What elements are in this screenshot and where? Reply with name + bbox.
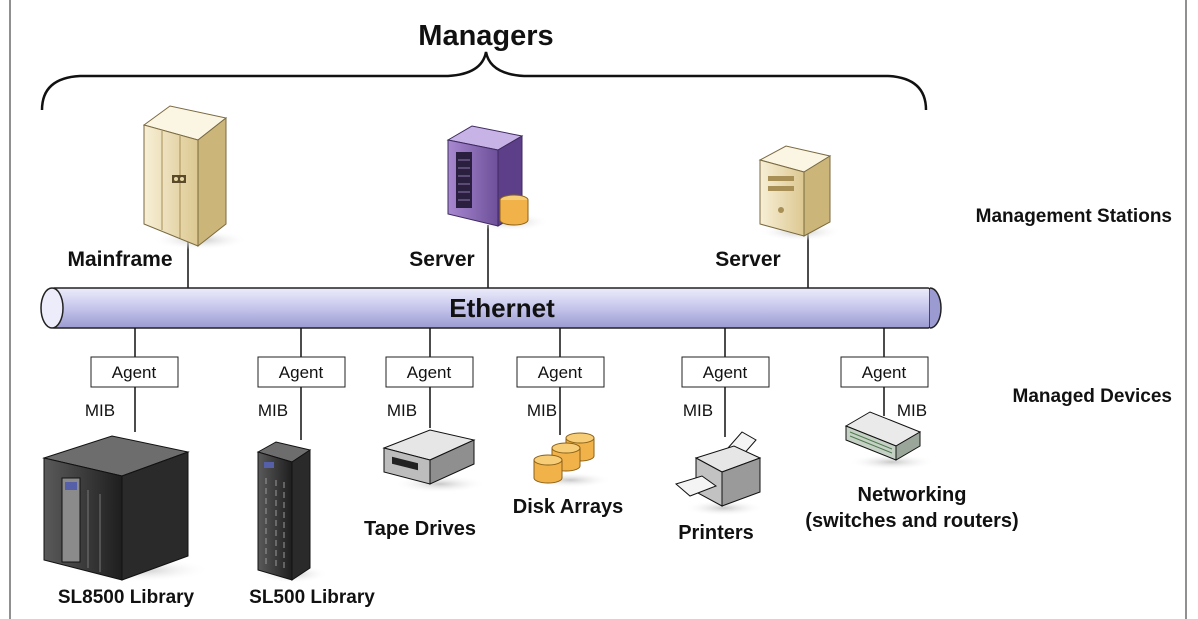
agent-label: Agent <box>112 363 157 382</box>
mib-label: MIB <box>85 401 115 420</box>
sl500-library-label: SL500 Library <box>249 587 375 608</box>
tape-drive-icon <box>382 429 486 493</box>
mainframe-label: Mainframe <box>67 248 172 271</box>
ethernet-label: Ethernet <box>449 293 555 323</box>
agent-box: Agent <box>681 356 770 388</box>
mib-label: MIB <box>683 401 713 420</box>
disk-array-icon <box>528 432 612 488</box>
sl8500-library-label: SL8500 Library <box>58 587 195 608</box>
agent-label: Agent <box>407 363 452 382</box>
managers-title: Managers <box>418 20 553 52</box>
agent-label: Agent <box>862 363 907 382</box>
server-2-label: Server <box>715 248 780 271</box>
server-1-label: Server <box>409 248 474 271</box>
management-stations-label: Management Stations <box>976 206 1172 227</box>
tape-drives-label: Tape Drives <box>364 518 476 540</box>
mib-label: MIB <box>387 401 417 420</box>
library-icon <box>42 435 210 582</box>
agent-box: Agent <box>90 356 179 388</box>
printer-icon <box>674 431 764 516</box>
server-desktop-icon <box>758 145 842 241</box>
mib-label: MIB <box>897 401 927 420</box>
ethernet-bus <box>40 287 942 329</box>
networking-sublabel: (switches and routers) <box>805 510 1018 532</box>
networking-label: Networking <box>858 484 967 506</box>
agent-label: Agent <box>538 363 583 382</box>
printers-label: Printers <box>678 522 754 544</box>
disk-arrays-label: Disk Arrays <box>513 496 623 518</box>
disk-cylinder <box>533 454 563 484</box>
mib-label: MIB <box>527 401 557 420</box>
agent-box: Agent <box>385 356 474 388</box>
mainframe-icon <box>142 105 248 250</box>
agent-label: Agent <box>703 363 748 382</box>
mib-label: MIB <box>258 401 288 420</box>
server-tower-icon <box>446 125 550 231</box>
managers-brace <box>40 51 928 111</box>
network-switch-icon <box>844 411 936 470</box>
agent-box: Agent <box>840 356 929 388</box>
agent-label: Agent <box>279 363 324 382</box>
agent-box: Agent <box>516 356 605 388</box>
rack-library-icon <box>256 441 328 583</box>
managed-devices-label: Managed Devices <box>1013 386 1172 407</box>
agent-box: Agent <box>257 356 346 388</box>
